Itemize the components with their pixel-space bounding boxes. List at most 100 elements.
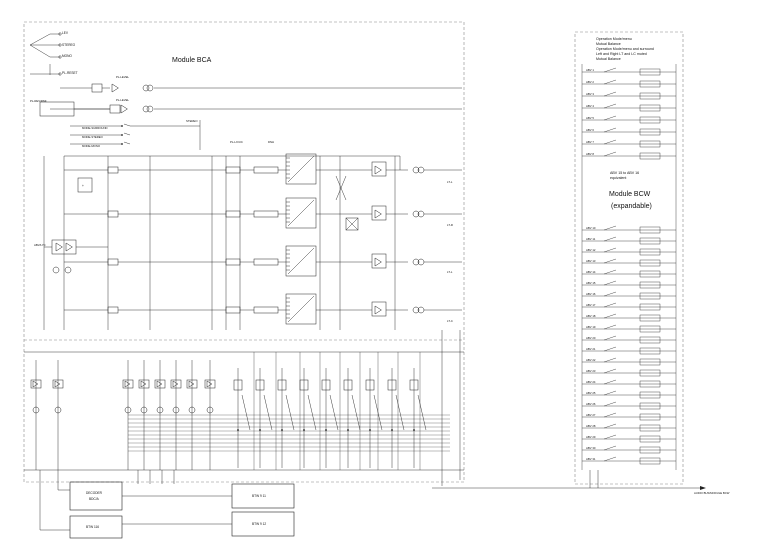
svg-text:PL-REV/RNF: PL-REV/RNF (30, 99, 47, 103)
svg-text:Operation Mode/menu: Operation Mode/menu (596, 37, 632, 41)
bcw-channel-box (639, 347, 661, 355)
svg-text:STEREO: STEREO (186, 119, 198, 123)
wire (57, 470, 70, 491)
bcw-channel-tag: ABV 23 (586, 369, 596, 373)
wire (417, 394, 427, 431)
wire (351, 394, 361, 431)
current-source (32, 406, 40, 414)
bcw-channel-box (639, 435, 661, 443)
svg-text:MODE-MONO: MODE-MONO (82, 144, 101, 148)
vca-block (371, 301, 387, 317)
bcw-channel-box (639, 259, 661, 267)
wiring-layer (24, 33, 700, 531)
wire (603, 302, 617, 308)
svg-text:Mutual Balance: Mutual Balance (596, 42, 621, 46)
current-source (146, 105, 154, 113)
bcw-channel-tag: ABV 29 (586, 435, 596, 439)
junction-dot (303, 429, 305, 431)
amplifier-triangle (32, 380, 39, 388)
output-labels: LT-L LT-R LT-L LT-C (447, 180, 453, 323)
wire (123, 123, 131, 127)
output-driver (412, 258, 420, 266)
bcw-channel-box (639, 314, 661, 322)
bcw-channel-box (639, 292, 661, 300)
wire (329, 394, 339, 431)
svg-text:BDC/A: BDC/A (89, 497, 100, 501)
wire (603, 423, 617, 429)
wire (603, 357, 617, 363)
misc-labels: PL-LEVEL PL-LEVEL PL-REV/RNF STEREO PL-L… (30, 75, 274, 247)
channel-selector (107, 210, 119, 218)
current-source (206, 406, 214, 414)
module-bca-frame (23, 21, 465, 483)
amplifier-triangle (374, 257, 382, 267)
bcw-channel-tag: ABV 1 (586, 68, 594, 72)
wire (603, 335, 617, 341)
svg-text:PL-LEVEL: PL-LEVEL (116, 75, 130, 79)
current-source (52, 266, 60, 274)
bcw-channel-tag: ABV 4 (586, 104, 594, 108)
bcw-channel-tag: ABV 8 (586, 152, 594, 156)
dnh-filter (253, 210, 279, 218)
wire (29, 33, 51, 46)
amplifier-triangle (374, 209, 382, 219)
bcw-channel-box (639, 424, 661, 432)
wire (603, 412, 617, 418)
channel-switch (225, 210, 241, 218)
control-amp (154, 379, 166, 389)
bcw-channel-tag: ABV 10 (586, 226, 596, 230)
amplifier-triangle (188, 380, 195, 388)
bcw-channel-box (639, 336, 661, 344)
bcw-channel-box (639, 391, 661, 399)
bcw-channel-tag: ABV 25 (586, 391, 596, 395)
svg-text:ABV/LYC: ABV/LYC (34, 243, 46, 247)
svg-text:ABV 15 to ABV 16: ABV 15 to ABV 16 (610, 171, 639, 175)
output-driver (417, 258, 425, 266)
svg-text:equivalent: equivalent (610, 176, 626, 180)
svg-text:DECODER: DECODER (86, 491, 103, 495)
svg-text:LT-L: LT-L (447, 270, 453, 274)
level-ladder (285, 153, 317, 185)
svg-text:LT-C: LT-C (447, 319, 453, 323)
bcw-channel-tag: ABV 6 (586, 128, 594, 132)
pl-lev-amp (109, 104, 121, 114)
bcw-channel-box (639, 281, 661, 289)
wire (603, 313, 617, 319)
bcw-channel-box (639, 369, 661, 377)
output-driver (412, 166, 420, 174)
output-driver (412, 210, 420, 218)
output-driver (412, 306, 420, 314)
mode-labels: MODE-SURROUND MODE-STEREO MODE-MONO (82, 126, 107, 148)
wire (29, 44, 51, 58)
control-amp (170, 379, 182, 389)
wire (603, 67, 617, 73)
wire (603, 445, 617, 451)
junction-dot (347, 429, 349, 431)
amplifier-triangle (172, 380, 179, 388)
dnh-filter (253, 166, 279, 174)
bcw-channel-tag: ABV 20 (586, 336, 596, 340)
current-source (54, 406, 62, 414)
current-source (64, 266, 72, 274)
vca-block (371, 253, 387, 269)
wire (603, 379, 617, 385)
wire (603, 291, 617, 297)
bcw-channel-tag: ABV 13 (586, 259, 596, 263)
bcw-channel-box (639, 226, 661, 234)
wire (603, 236, 617, 242)
bcw-channel-tag: ABV 11 (586, 237, 596, 241)
bcw-channel-box (639, 413, 661, 421)
channel-selector (107, 258, 119, 266)
wire (263, 394, 273, 431)
wire (603, 79, 617, 85)
wire (603, 115, 617, 121)
wire (603, 139, 617, 145)
output-driver (417, 210, 425, 218)
svg-text:STEREO: STEREO (62, 43, 76, 47)
wire (603, 346, 617, 352)
bcw-channel-tag: ABV 26 (586, 402, 596, 406)
input-terminal (58, 72, 62, 76)
abv-amp-box (51, 239, 77, 255)
